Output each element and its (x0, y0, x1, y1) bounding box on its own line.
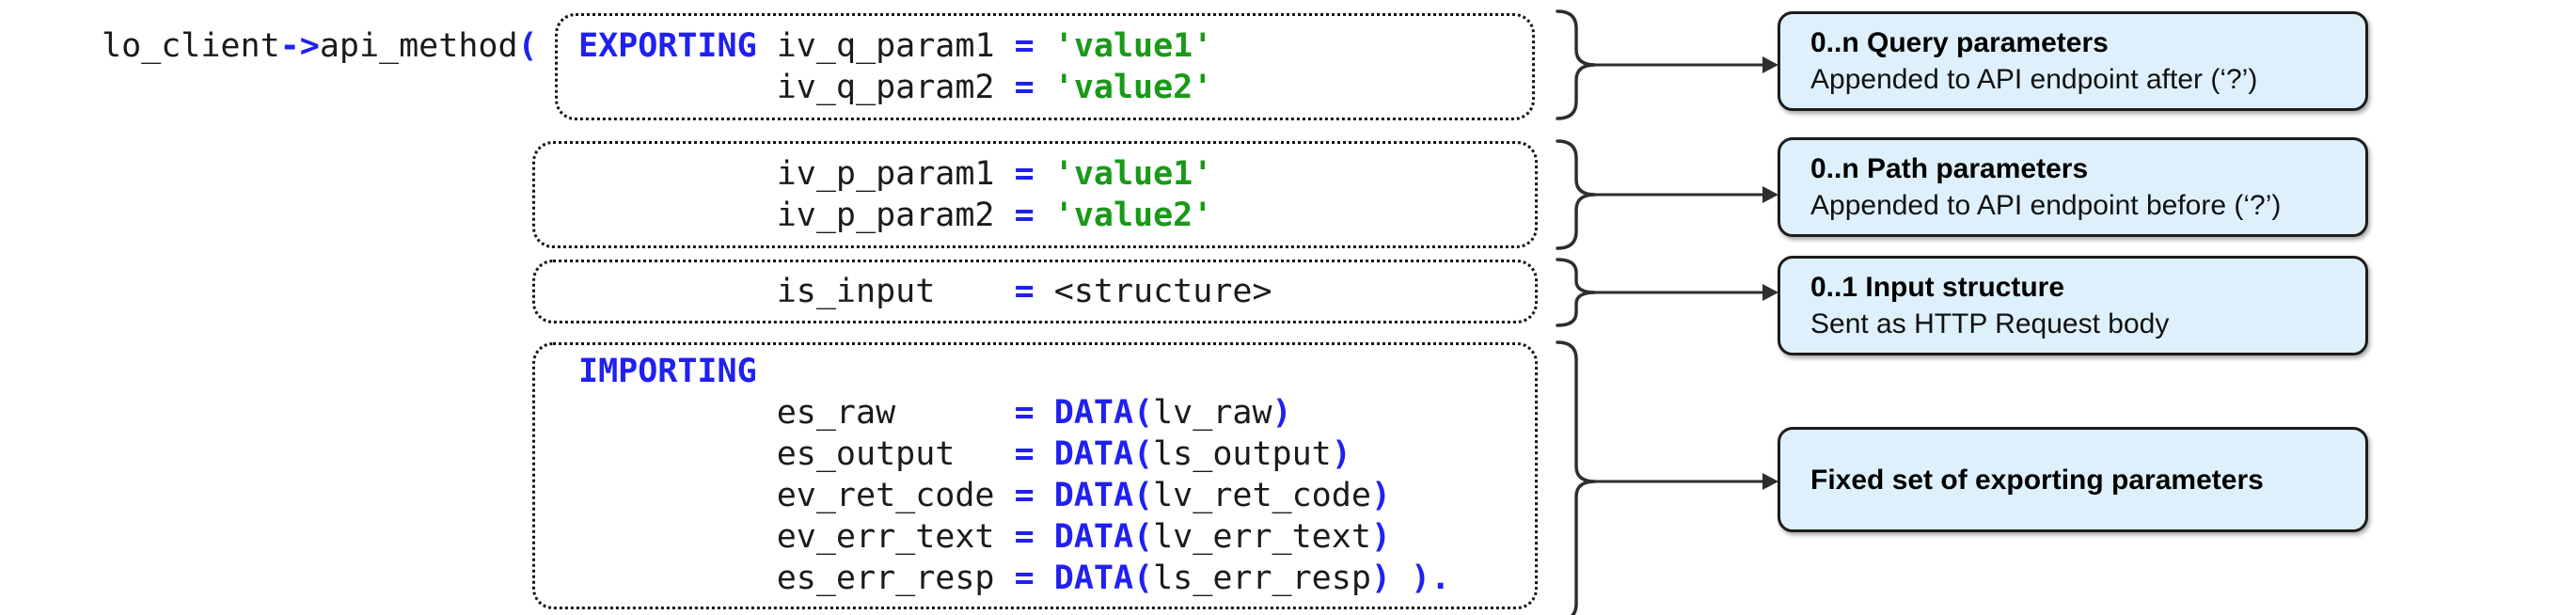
brace-path-bracket (1556, 139, 1596, 250)
arrow-query-icon (1595, 56, 1778, 73)
callout-input-title: 0..1 Input structure (1810, 272, 2065, 303)
callout-input-structure: 0..1 Input structure Sent as HTTP Reques… (1778, 256, 2368, 355)
callout-input-subtitle: Sent as HTTP Request body (1810, 308, 2170, 339)
code-box-path-params: iv_p_param1 = 'value1' iv_p_param2 = 'va… (532, 141, 1538, 248)
brace-query-bracket (1556, 9, 1596, 120)
code-call-prefix: lo_client->api_method( (102, 27, 538, 65)
callout-path-params: 0..n Path parameters Appended to API end… (1778, 137, 2368, 237)
brace-importing-bracket (1556, 340, 1596, 615)
callout-path-subtitle: Appended to API endpoint before (‘?’) (1810, 190, 2282, 221)
callout-path-title: 0..n Path parameters (1810, 153, 2089, 184)
callout-query-subtitle: Appended to API endpoint after (‘?’) (1810, 64, 2258, 95)
brace-input-bracket (1556, 258, 1596, 327)
callout-exporting-params: Fixed set of exporting parameters (1778, 427, 2368, 532)
arrow-path-icon (1595, 186, 1778, 203)
code-box-importing: IMPORTING es_raw = DATA(lv_raw) es_outpu… (532, 342, 1538, 609)
code-box-query-params: EXPORTING iv_q_param1 = 'value1' iv_q_pa… (555, 13, 1535, 120)
callout-query-title: 0..n Query parameters (1810, 27, 2109, 58)
arrow-input-icon (1595, 284, 1778, 301)
callout-exporting-title: Fixed set of exporting parameters (1810, 464, 2264, 496)
arrow-importing-icon (1595, 473, 1778, 490)
code-box-input-structure: is_input = <structure> (532, 260, 1538, 323)
callout-query-params: 0..n Query parameters Appended to API en… (1778, 11, 2368, 111)
